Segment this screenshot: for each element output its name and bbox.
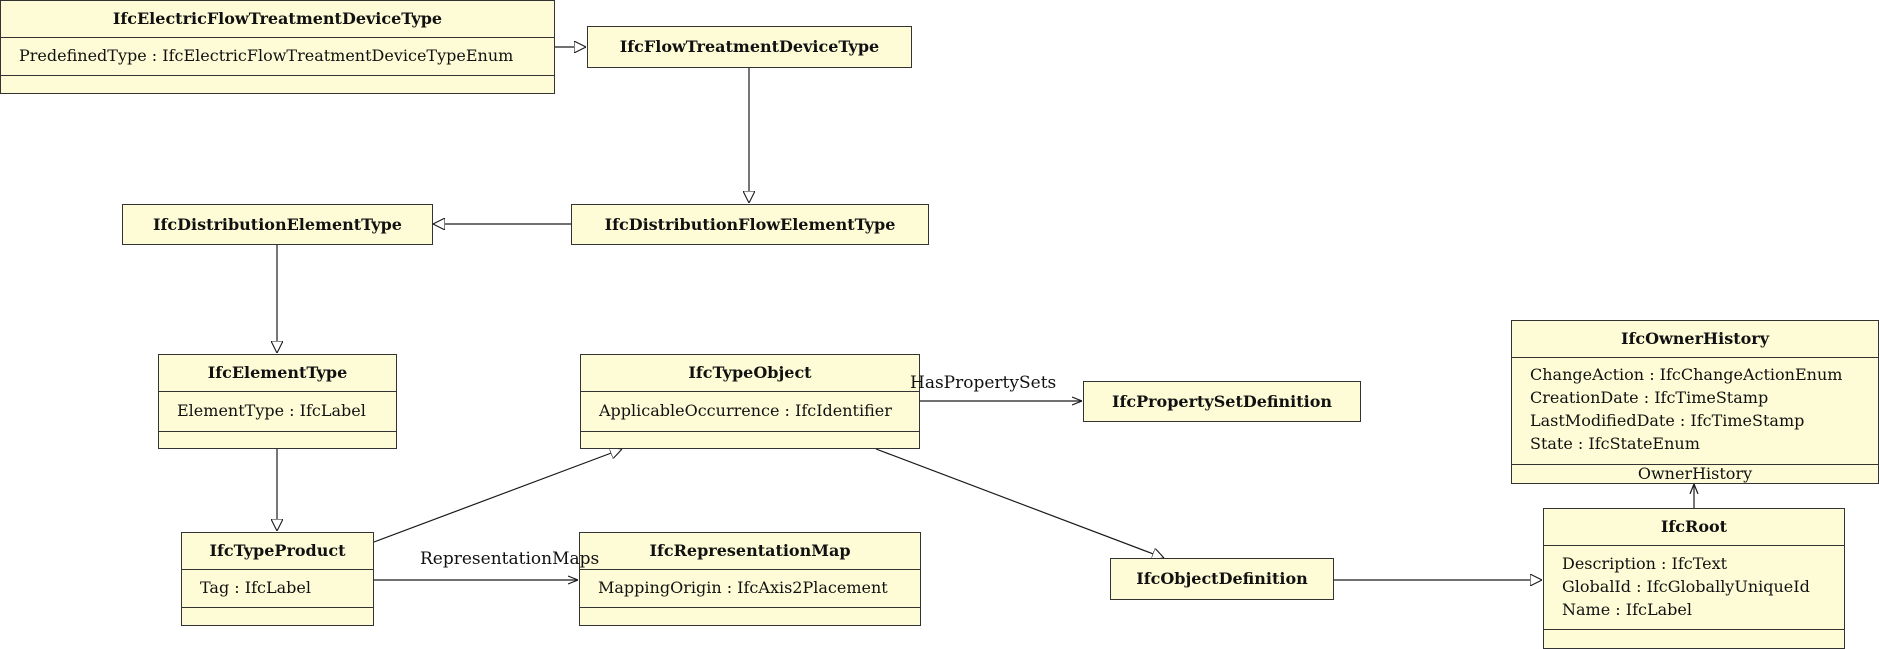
attributes-section: ElementType : IfcLabel	[159, 391, 396, 431]
attribute: GlobalId : IfcGloballyUniqueId	[1562, 577, 1810, 596]
class-name: IfcObjectDefinition	[1136, 569, 1308, 588]
owner-history-role: OwnerHistory	[1637, 464, 1753, 483]
class-name: IfcDistributionFlowElementType	[604, 215, 896, 234]
class-name: IfcRoot	[1660, 517, 1728, 536]
class-ifc-element-type[interactable]: IfcElementType ElementType : IfcLabel	[158, 354, 397, 449]
attribute: LastModifiedDate : IfcTimeStamp	[1530, 411, 1805, 430]
methods-section	[581, 431, 919, 448]
attribute: Name : IfcLabel	[1562, 600, 1692, 619]
attribute: ApplicableOccurrence : IfcIdentifier	[599, 401, 892, 420]
attribute: MappingOrigin : IfcAxis2Placement	[598, 578, 888, 597]
class-ifc-flow-treatment-device-type[interactable]: IfcFlowTreatmentDeviceType	[587, 26, 912, 68]
attribute: PredefinedType : IfcElectricFlowTreatmen…	[19, 46, 514, 65]
class-ifc-distribution-flow-element-type[interactable]: IfcDistributionFlowElementType	[571, 204, 929, 245]
class-ifc-representation-map[interactable]: IfcRepresentationMap MappingOrigin : Ifc…	[579, 532, 921, 626]
class-ifc-root[interactable]: IfcRoot Description : IfcText GlobalId :…	[1543, 508, 1845, 649]
attributes-section: ApplicableOccurrence : IfcIdentifier	[581, 391, 919, 431]
methods-section	[1, 75, 554, 93]
methods-section	[1544, 629, 1844, 648]
class-name: IfcTypeProduct	[209, 541, 346, 560]
reference-section: OwnerHistory	[1512, 464, 1878, 483]
class-name: IfcFlowTreatmentDeviceType	[619, 37, 880, 56]
attribute: State : IfcStateEnum	[1530, 434, 1700, 453]
attributes-section: PredefinedType : IfcElectricFlowTreatmen…	[1, 37, 554, 75]
class-name: IfcTypeObject	[688, 363, 812, 382]
class-name: IfcRepresentationMap	[649, 541, 851, 560]
attribute: Tag : IfcLabel	[200, 578, 311, 597]
attribute: ElementType : IfcLabel	[177, 401, 366, 420]
attributes-section: Description : IfcText GlobalId : IfcGlob…	[1544, 545, 1844, 629]
attributes-section: MappingOrigin : IfcAxis2Placement	[580, 569, 920, 607]
class-name: IfcDistributionElementType	[153, 215, 402, 234]
edge-label-representation-maps: RepresentationMaps	[420, 549, 600, 569]
class-ifc-property-set-definition[interactable]: IfcPropertySetDefinition	[1083, 381, 1361, 422]
class-ifc-owner-history[interactable]: IfcOwnerHistory ChangeAction : IfcChange…	[1511, 320, 1879, 484]
class-name: IfcElementType	[207, 363, 348, 382]
gen-typeobject-to-objdef	[875, 448, 1164, 558]
attribute: ChangeAction : IfcChangeActionEnum	[1530, 365, 1843, 384]
class-ifc-type-product[interactable]: IfcTypeProduct Tag : IfcLabel	[181, 532, 374, 626]
methods-section	[159, 431, 396, 448]
class-ifc-electric-flow-treatment-device-type[interactable]: IfcElectricFlowTreatmentDeviceType Prede…	[0, 0, 555, 94]
class-name: IfcElectricFlowTreatmentDeviceType	[112, 9, 443, 28]
attribute: CreationDate : IfcTimeStamp	[1530, 388, 1769, 407]
gen-typeproduct-to-typeobject	[373, 449, 622, 543]
attributes-section: ChangeAction : IfcChangeActionEnum Creat…	[1512, 357, 1878, 464]
class-name: IfcOwnerHistory	[1620, 329, 1770, 348]
attribute: Description : IfcText	[1562, 554, 1728, 573]
class-name: IfcPropertySetDefinition	[1111, 392, 1333, 411]
methods-section	[182, 607, 373, 625]
edge-label-has-property-sets: HasPropertySets	[910, 373, 1057, 393]
class-ifc-distribution-element-type[interactable]: IfcDistributionElementType	[122, 204, 433, 245]
class-ifc-type-object[interactable]: IfcTypeObject ApplicableOccurrence : Ifc…	[580, 354, 920, 449]
class-ifc-object-definition[interactable]: IfcObjectDefinition	[1110, 558, 1334, 600]
attributes-section: Tag : IfcLabel	[182, 569, 373, 607]
methods-section	[580, 607, 920, 625]
